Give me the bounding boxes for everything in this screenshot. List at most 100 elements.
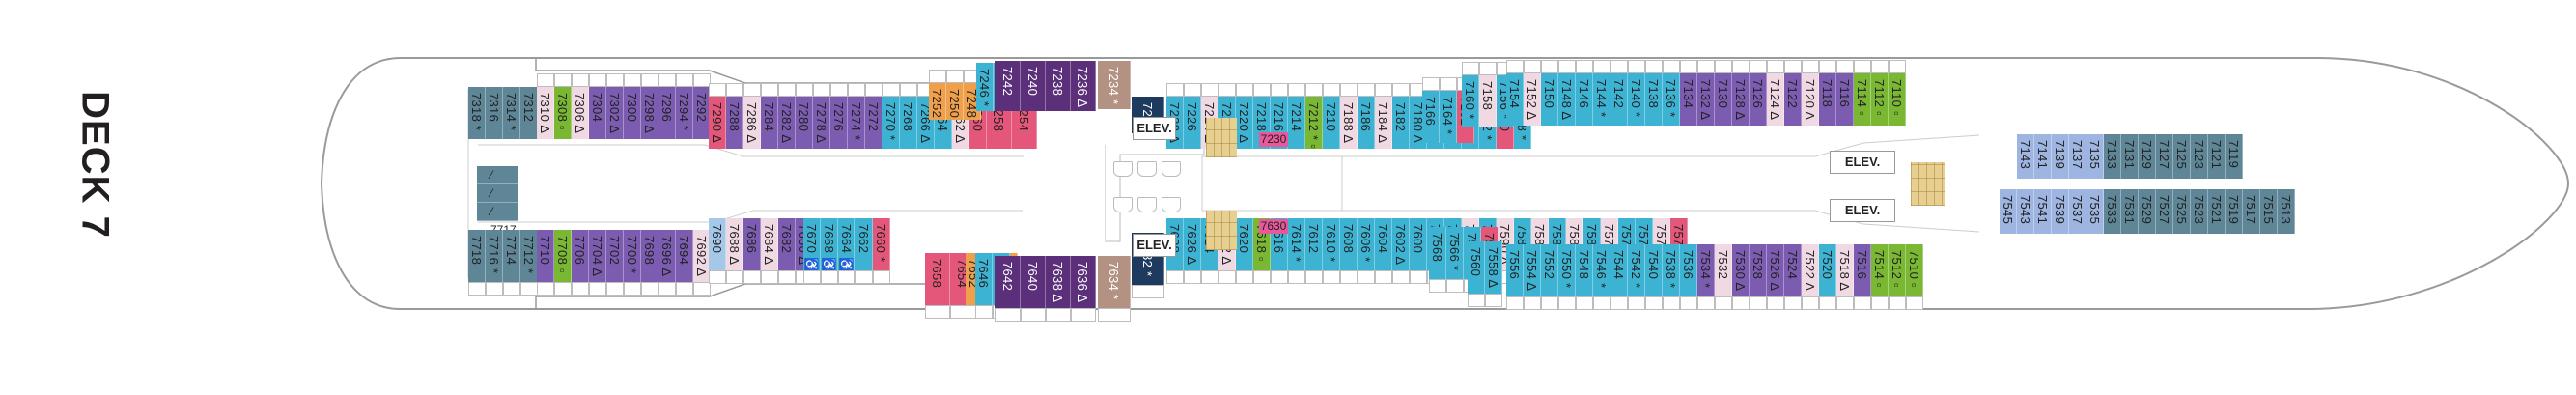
cabin-7230[interactable]: 7230 [1259, 132, 1288, 147]
cabin-7272[interactable]: 7272 [865, 97, 882, 149]
cabin-7668[interactable]: 7668 ♿ * [821, 218, 838, 270]
cabin-7182[interactable]: 7182 [1392, 97, 1410, 149]
cabin-7550[interactable]: 7550 * [1558, 244, 1576, 296]
cabin-7536[interactable]: 7536 [1680, 244, 1697, 296]
cabin-7530[interactable]: 7530 Δ [1732, 244, 1750, 296]
cabin-7137[interactable]: 7137 [2069, 134, 2086, 179]
cabin-7236[interactable]: 7236 Δ [1071, 61, 1096, 111]
cabin-7548[interactable]: 7548 [1576, 244, 1593, 296]
cabin-7525[interactable]: 7525 [2173, 189, 2191, 234]
cabin-7184[interactable]: 7184 Δ [1375, 97, 1392, 149]
cabin-7286[interactable]: 7286 Δ [743, 97, 761, 149]
cabin-7112[interactable]: 7112 ▫ [1871, 73, 1889, 126]
cabin-7160[interactable]: 7160 * [1462, 75, 1479, 127]
cabin-7670[interactable]: 7670 ♿ * [803, 218, 821, 270]
cabin-7306[interactable]: 7306 Δ [572, 87, 589, 139]
cabin-7288[interactable]: 7288 [726, 97, 743, 149]
cabin-7554[interactable]: 7554 Δ [1524, 244, 1541, 296]
cabin-7523[interactable]: 7523 [2191, 189, 2208, 234]
cabin-7612[interactable]: 7612 [1305, 218, 1323, 270]
cabin-7516[interactable]: 7516 [1854, 244, 1871, 296]
cabin-7234[interactable]: 7234 * [1098, 61, 1131, 109]
cabin-7276[interactable]: 7276 [830, 97, 848, 149]
cabin-7546[interactable]: 7546 * [1593, 244, 1610, 296]
cabin-7537[interactable]: 7537 [2069, 189, 2086, 234]
cabin-7220[interactable]: 7220 Δ [1236, 97, 1253, 149]
cabin-7524[interactable]: 7524 [1784, 244, 1802, 296]
cabin-7318[interactable]: 7318 * [468, 87, 486, 139]
elevator-aft-top[interactable]: ELEV. [1133, 117, 1176, 140]
cabin-7528[interactable]: 7528 [1750, 244, 1767, 296]
cabin-7642[interactable]: 7642 [995, 256, 1021, 308]
cabin-7658[interactable]: 7658 [925, 253, 950, 305]
cabin-7614[interactable]: 7614 * [1288, 218, 1305, 270]
cabin-7136[interactable]: 7136 * [1663, 73, 1680, 126]
cabin-7129[interactable]: 7129 [2139, 134, 2156, 179]
cabin-7519[interactable]: 7519 [2226, 189, 2243, 234]
cabin-7140[interactable]: 7140 * [1628, 73, 1645, 126]
cabin-7714[interactable]: 7714 [503, 230, 520, 282]
cabin-7682[interactable]: 7682 [778, 218, 796, 270]
cabin-7717[interactable]: ⁄ 7717 [477, 203, 518, 237]
cabin-7300[interactable]: 7300 [624, 87, 641, 139]
cabin-7212[interactable]: 7212 * ▫ [1305, 97, 1323, 149]
cabin-7158[interactable]: 7158 [1479, 75, 1497, 127]
cabin-7110[interactable]: 7110 ▫ [1889, 73, 1906, 126]
cabin-7143[interactable]: 7143 [2017, 134, 2034, 179]
cabin-7532[interactable]: 7532 [1715, 244, 1732, 296]
cabin-7133[interactable]: 7133 [2104, 134, 2121, 179]
cabin-7120[interactable]: 7120 Δ [1802, 73, 1819, 126]
cabin-7274[interactable]: 7274 * [848, 97, 865, 149]
cabin-7545[interactable]: 7545 [2000, 189, 2017, 234]
cabin-7121[interactable]: 7121 [2208, 134, 2226, 179]
cabin-7566[interactable]: 7566 * [1446, 227, 1464, 279]
cabin-7116[interactable]: 7116 [1836, 73, 1854, 126]
cabin-7148[interactable]: 7148 Δ [1558, 73, 1576, 126]
cabin-7708[interactable]: 7708 ▫ [554, 230, 572, 282]
cabin-7310[interactable]: 7310 Δ [537, 87, 554, 139]
elevator-fwd-bottom[interactable]: ELEV. [1830, 199, 1895, 222]
cabin-7296[interactable]: 7296 [658, 87, 676, 139]
cabin-7706[interactable]: 7706 [572, 230, 589, 282]
cabin-7560[interactable]: 7560 [1468, 241, 1485, 294]
cabin-7688[interactable]: 7688 Δ [726, 218, 743, 270]
cabin-7716[interactable]: 7716 * [486, 230, 503, 282]
cabin-7268[interactable]: 7268 [900, 97, 917, 149]
cabin-7278[interactable]: 7278 Δ [813, 97, 830, 149]
cabin-7214[interactable]: 7214 [1288, 97, 1305, 149]
cabin-7282[interactable]: 7282 Δ [778, 97, 796, 149]
cabin-7606[interactable]: 7606 * [1358, 218, 1375, 270]
cabin-7694[interactable]: 7694 [676, 230, 693, 282]
cabin-7636[interactable]: 7636 Δ [1071, 256, 1096, 308]
cabin-7556[interactable]: 7556 [1506, 244, 1524, 296]
cabin-7518[interactable]: 7518 Δ [1836, 244, 1854, 296]
cabin-7640[interactable]: 7640 [1021, 256, 1046, 308]
cabin-7696[interactable]: 7696 Δ [658, 230, 676, 282]
cabin-7626[interactable]: 7626 Δ [1184, 218, 1201, 270]
cabin-7514[interactable]: 7514 ▫ [1871, 244, 1889, 296]
cabin-7150[interactable]: 7150 [1541, 73, 1558, 126]
cabin-7141[interactable]: 7141 [2034, 134, 2052, 179]
cabin-7521[interactable]: 7521 [2208, 189, 2226, 234]
cabin-7316[interactable]: 7316 [486, 87, 503, 139]
cabin-7134[interactable]: 7134 [1680, 73, 1697, 126]
cabin-7226[interactable]: 7226 [1184, 97, 1201, 149]
cabin-7118[interactable]: 7118 [1819, 73, 1836, 126]
cabin-7535[interactable]: 7535 [2086, 189, 2104, 234]
cabin-7544[interactable]: 7544 [1610, 244, 1628, 296]
cabin-7284[interactable]: 7284 [761, 97, 778, 149]
cabin-7558[interactable]: 7558 Δ [1485, 241, 1502, 294]
cabin-7522[interactable]: 7522 Δ [1802, 244, 1819, 296]
cabin-7638[interactable]: 7638 Δ [1046, 256, 1071, 308]
cabin-7124[interactable]: 7124 Δ [1767, 73, 1784, 126]
cabin-7270[interactable]: 7270 * [882, 97, 900, 149]
cabin-7700[interactable]: 7700 * [624, 230, 641, 282]
cabin-7542[interactable]: 7542 * [1628, 244, 1645, 296]
cabin-7142[interactable]: 7142 [1610, 73, 1628, 126]
cabin-7602[interactable]: 7602 Δ [1392, 218, 1410, 270]
cabin-7166[interactable]: 7166 [1422, 91, 1440, 143]
cabin-7138[interactable]: 7138 [1645, 73, 1663, 126]
cabin-7513[interactable]: 7513 [2278, 189, 2295, 234]
cabin-7662[interactable]: 7662 [855, 218, 873, 270]
cabin-7684[interactable]: 7684 Δ [761, 218, 778, 270]
